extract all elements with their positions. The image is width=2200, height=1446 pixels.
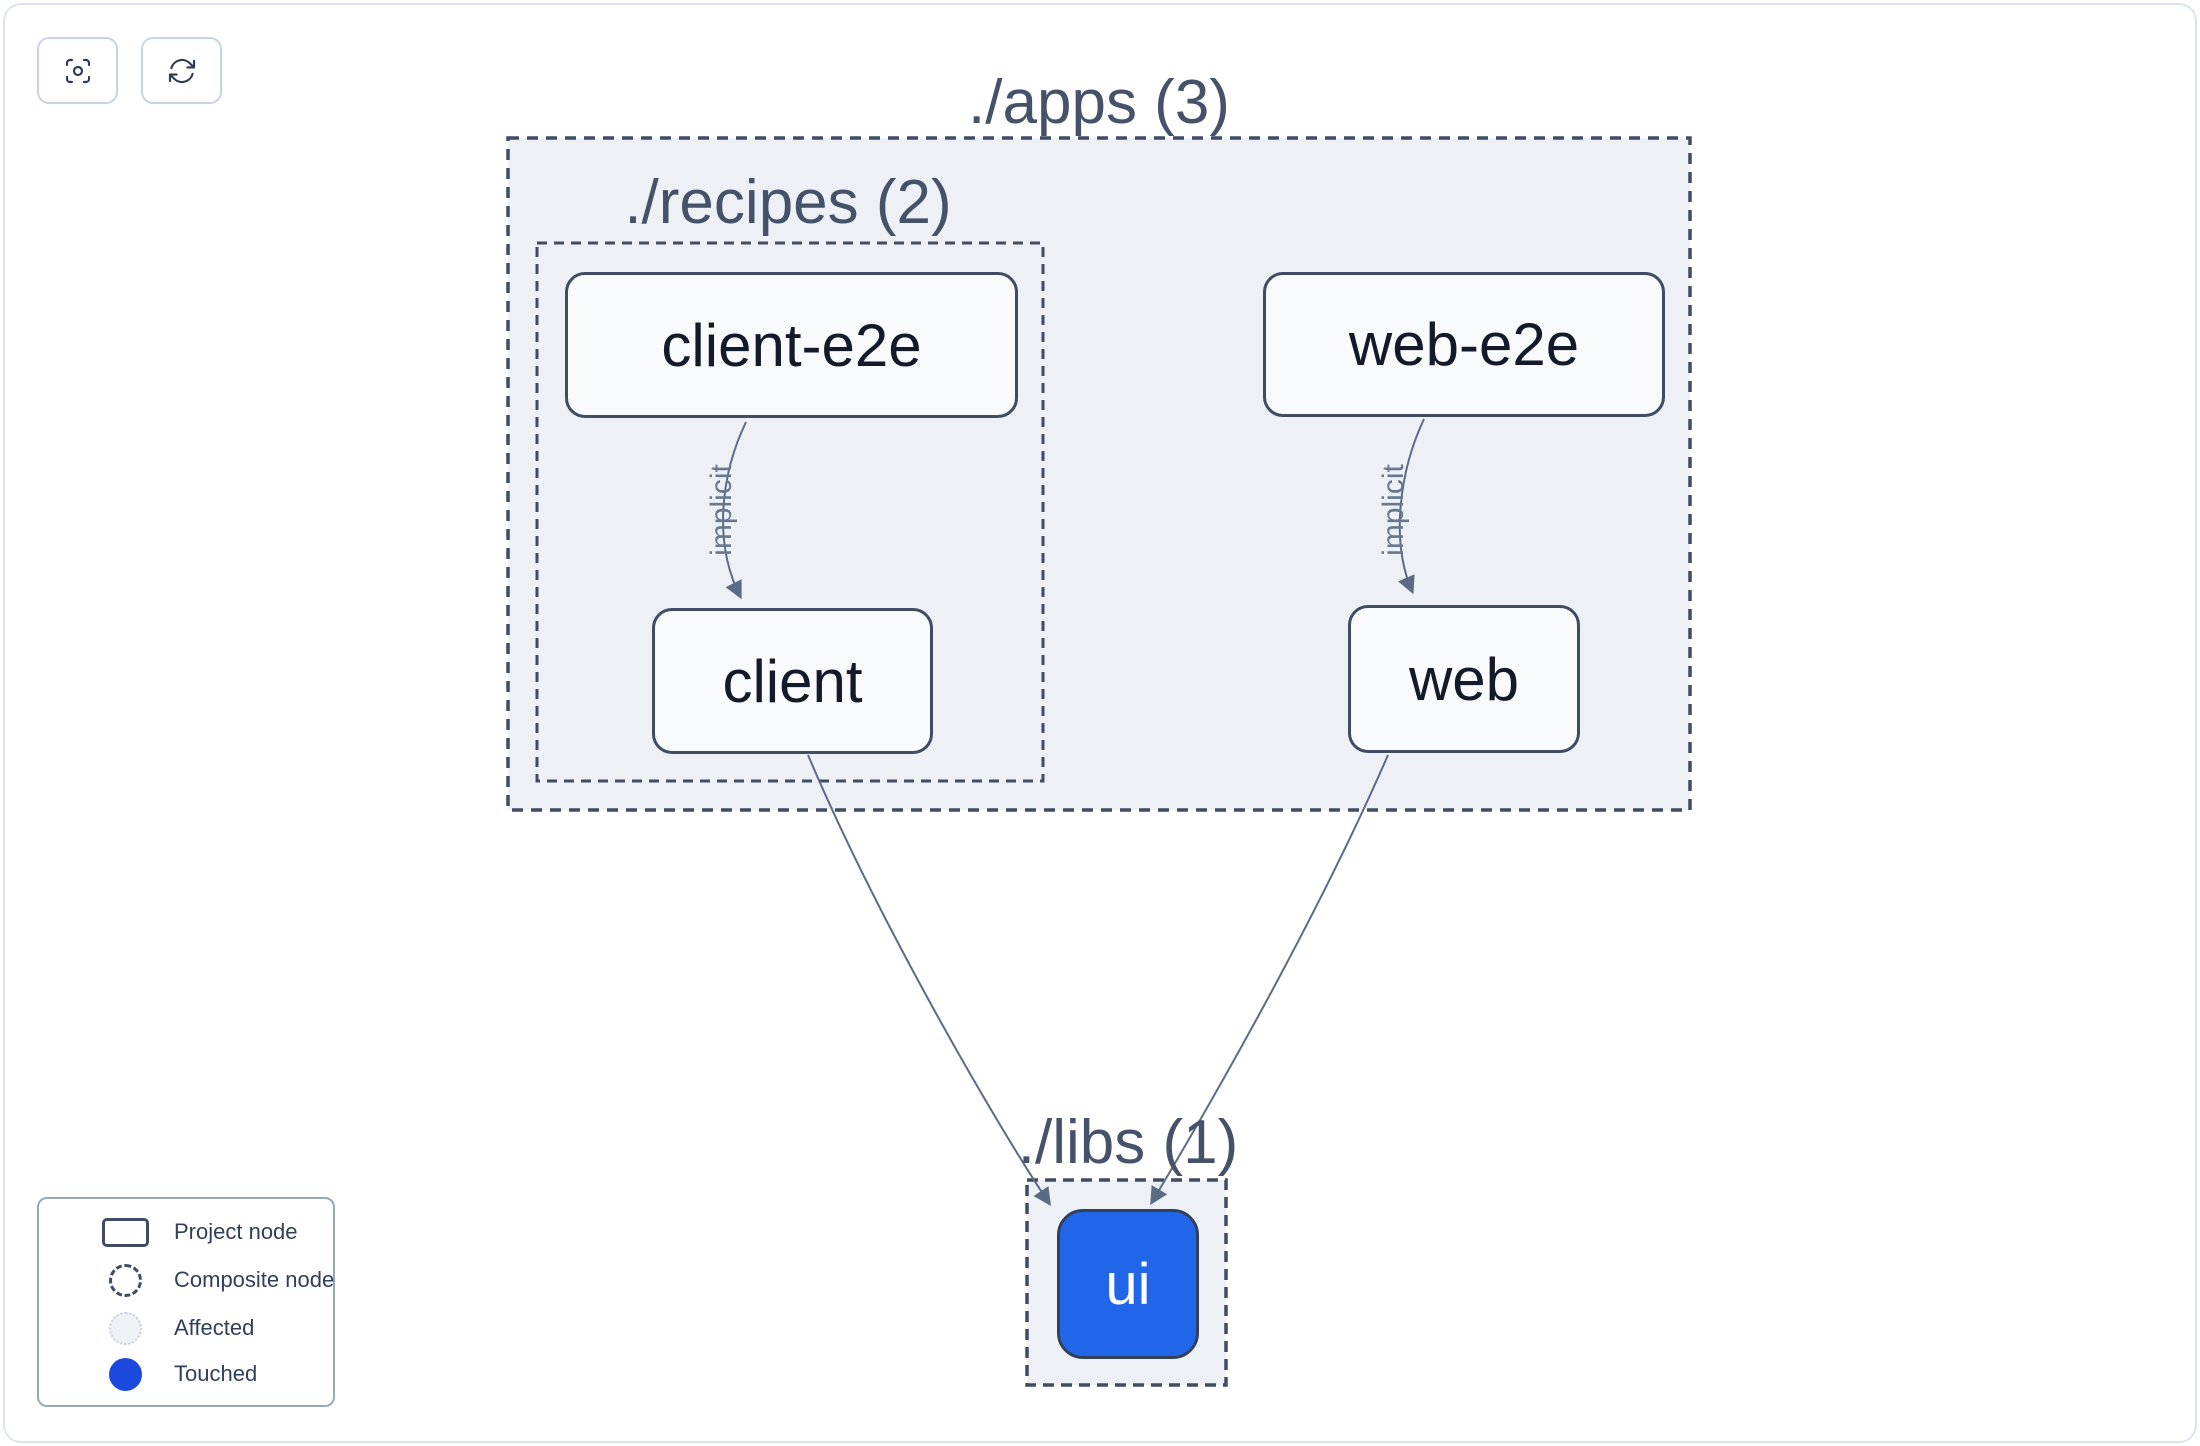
viewfinder-circle-icon	[65, 58, 90, 83]
graph-toolbar	[37, 37, 222, 104]
composite-node-icon	[109, 1263, 142, 1297]
node-ui[interactable]: ui	[1057, 1209, 1199, 1359]
project-node-icon	[102, 1217, 149, 1247]
composite-box-recipes[interactable]	[535, 241, 1045, 783]
edge-label-implicit-web: implicit	[1377, 464, 1410, 556]
node-client[interactable]: client	[652, 608, 933, 754]
legend-row-composite: Composite node	[39, 1256, 335, 1304]
legend-label: Composite node	[174, 1267, 335, 1292]
touched-icon	[109, 1357, 142, 1391]
legend-row-affected: Affected	[39, 1304, 333, 1352]
affected-icon	[109, 1311, 142, 1345]
legend-label: Touched	[174, 1361, 258, 1386]
edge-web-e2e-to-web[interactable]	[1398, 418, 1425, 595]
refresh-icon	[168, 58, 195, 83]
edge-web-to-ui[interactable]	[1150, 754, 1389, 1206]
group-title-libs[interactable]: ./libs (1)	[1017, 1108, 1239, 1177]
node-client-e2e[interactable]: client-e2e	[565, 272, 1018, 418]
group-title-recipes[interactable]: ./recipes (2)	[624, 168, 952, 237]
node-web-e2e[interactable]: web-e2e	[1263, 272, 1665, 417]
node-web[interactable]: web	[1348, 605, 1580, 753]
legend-row-touched: Touched	[39, 1350, 333, 1398]
edge-label-implicit-client: implicit	[705, 464, 738, 556]
legend: Project node Composite node Affected Tou…	[37, 1197, 335, 1407]
legend-row-project: Project node	[39, 1208, 333, 1256]
legend-label: Affected	[174, 1315, 255, 1340]
group-title-apps[interactable]: ./apps (3)	[968, 68, 1230, 137]
edge-client-e2e-to-client[interactable]	[722, 421, 747, 600]
legend-label: Project node	[174, 1219, 298, 1244]
focus-reset-button[interactable]	[37, 37, 118, 104]
refresh-button[interactable]	[141, 37, 222, 104]
edge-client-to-ui[interactable]	[807, 754, 1052, 1206]
